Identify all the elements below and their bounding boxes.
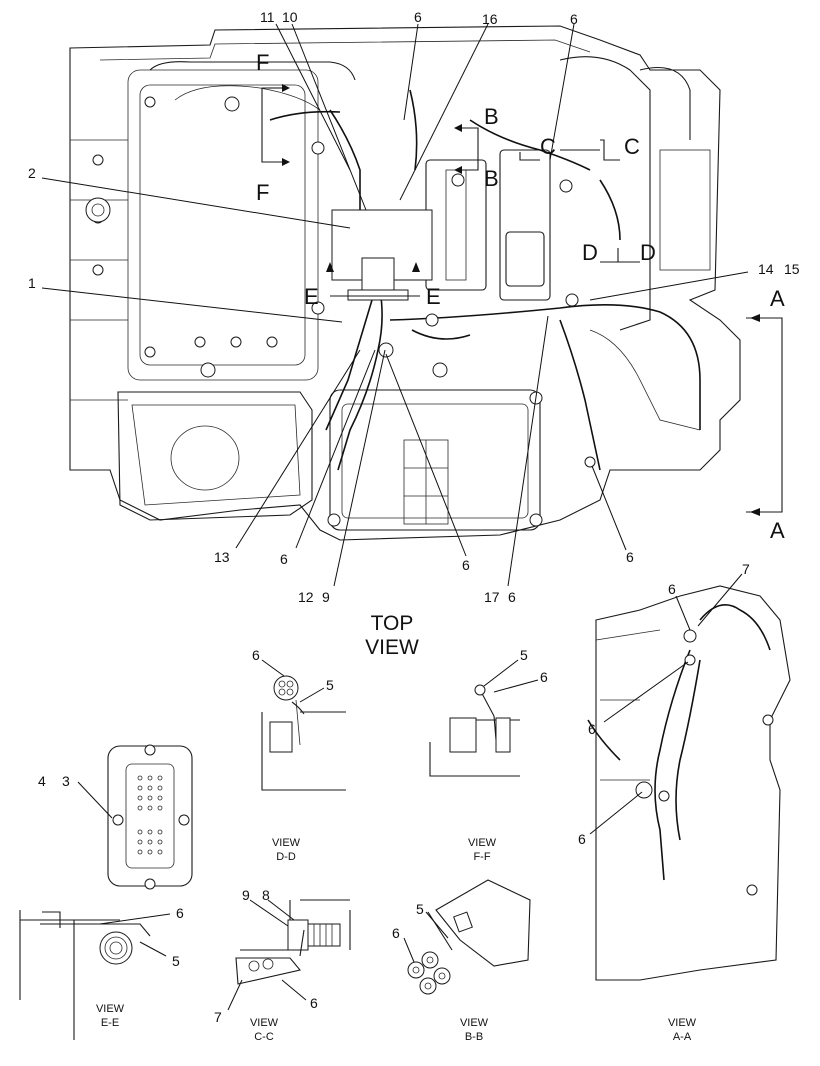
cc-id: C-C: [254, 1031, 274, 1043]
ee-id: E-E: [101, 1017, 119, 1029]
callout-9: 9: [322, 589, 330, 605]
bb-id: B-B: [465, 1031, 483, 1043]
ee-label: VIEW: [96, 1003, 125, 1015]
ee-callout-6: 6: [176, 905, 184, 921]
section-e-left: E: [304, 284, 319, 309]
callout-2: 2: [28, 165, 36, 181]
cc-callout-8: 8: [262, 887, 270, 903]
view-b-b: 5 6 VIEW B-B: [392, 879, 531, 1043]
dd-callout-6: 6: [252, 647, 260, 663]
main-callouts: 11 10 6 16 6 2 1 14 15 13 6 6 6 12 9 17 …: [28, 9, 800, 605]
main-leader-lines: [41, 23, 749, 587]
cc-callout-6: 6: [310, 995, 318, 1011]
section-b-top: B: [484, 104, 499, 129]
view-a-a: 6 7 6 6 VIEW A-A: [578, 561, 791, 1043]
cc-callout-7: 7: [214, 1009, 222, 1025]
callout-6: 6: [280, 551, 288, 567]
callout-6: 6: [626, 549, 634, 565]
top-view-title: TOP VIEW: [365, 612, 419, 659]
dd-label: VIEW: [272, 837, 301, 849]
ee-callout-5: 5: [172, 953, 180, 969]
view-d-d: 6 5 VIEW D-D: [252, 647, 346, 863]
section-markers: F F B B C C D D E E A A: [256, 50, 785, 543]
section-c-left: C: [540, 134, 556, 159]
ee-callout-3: 3: [62, 773, 70, 789]
callout-16: 16: [482, 11, 498, 27]
callout-6: 6: [570, 11, 578, 27]
callout-1: 1: [28, 275, 36, 291]
section-b-bottom: B: [484, 166, 499, 191]
dd-callout-5: 5: [326, 677, 334, 693]
callout-6: 6: [462, 557, 470, 573]
engine-top-view: [69, 25, 741, 541]
view-e-e: 4 3 6 5 VIEW E-E: [19, 744, 193, 1040]
callout-12: 12: [298, 589, 314, 605]
cc-callout-9: 9: [242, 887, 250, 903]
section-d-left: D: [582, 240, 598, 265]
title-line-1: TOP: [371, 612, 414, 635]
callout-17: 17: [484, 589, 500, 605]
section-f-bottom: F: [256, 180, 269, 205]
ff-callout-5: 5: [520, 647, 528, 663]
section-d-right: D: [640, 240, 656, 265]
aa-id: A-A: [673, 1031, 692, 1043]
section-cut-lines: [261, 84, 783, 516]
view-c-c: 9 8 7 6 VIEW C-C: [214, 887, 351, 1043]
ee-callout-4: 4: [38, 773, 46, 789]
section-e-right: E: [426, 284, 441, 309]
ff-callout-6: 6: [540, 669, 548, 685]
ff-label: VIEW: [468, 837, 497, 849]
aa-callout-6: 6: [668, 581, 676, 597]
aa-callout-6: 6: [578, 831, 586, 847]
callout-15: 15: [784, 261, 800, 277]
bb-label: VIEW: [460, 1017, 489, 1029]
aa-callout-7: 7: [742, 561, 750, 577]
callout-11: 11: [260, 9, 275, 25]
bb-callout-5: 5: [416, 901, 424, 917]
section-a-top: A: [770, 286, 785, 311]
section-c-right: C: [624, 134, 640, 159]
callout-14: 14: [758, 261, 774, 277]
callout-13: 13: [214, 549, 230, 565]
bb-callout-6: 6: [392, 925, 400, 941]
dd-id: D-D: [276, 851, 296, 863]
callout-6: 6: [414, 9, 422, 25]
aa-callout-6: 6: [588, 721, 596, 737]
cc-label: VIEW: [250, 1017, 279, 1029]
ff-id: F-F: [473, 851, 490, 863]
title-line-2: VIEW: [365, 636, 419, 659]
callout-6: 6: [508, 589, 516, 605]
section-f-top: F: [256, 50, 269, 75]
callout-10: 10: [282, 9, 298, 25]
view-f-f: 5 6 VIEW F-F: [429, 647, 548, 863]
aa-label: VIEW: [668, 1017, 697, 1029]
section-a-bottom: A: [770, 518, 785, 543]
